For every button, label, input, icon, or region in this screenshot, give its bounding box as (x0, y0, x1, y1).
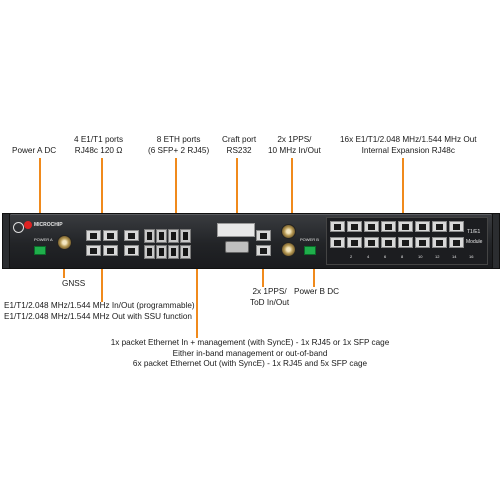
expansion-port-number: 10 (418, 254, 423, 259)
expansion-label: 16x E1/T1/2.048 MHz/1.544 MHz Out Intern… (340, 135, 477, 156)
expansion-port-14[interactable] (415, 237, 430, 248)
power-a-panel-text: POWER A (34, 237, 53, 242)
expansion-port-4[interactable] (381, 221, 396, 232)
expansion-port-number: 2 (350, 254, 353, 259)
expansion-port-7[interactable] (432, 221, 447, 232)
expansion-port-5[interactable] (398, 221, 413, 232)
eth-desc-line3: 6x packet Ethernet Out (with SyncE) - 1x… (132, 359, 368, 368)
e1t1-io-label: E1/T1/2.048 MHz/1.544 MHz In/Out (progra… (4, 301, 195, 322)
leader-eth (175, 158, 177, 220)
craft-line1: Craft port (222, 135, 257, 144)
leader-e1t1-io (101, 262, 103, 302)
pps-tod-line1: 2x 1PPS/ (252, 287, 287, 296)
craft-port-label: Craft port RS232 (222, 135, 256, 156)
expansion-port-2[interactable] (347, 221, 362, 232)
expansion-port-number: 12 (435, 254, 440, 259)
warning-label (217, 223, 255, 237)
e1t1-port-4[interactable] (103, 245, 118, 256)
leader-craft (236, 158, 238, 220)
e1t1-io-line2: E1/T1/2.048 MHz/1.544 MHz Out with SSU f… (4, 311, 192, 321)
expansion-port-number: 16 (469, 254, 474, 259)
pps-in-line1: 2x 1PPS/ (277, 135, 312, 144)
leader-pps-in (291, 158, 293, 224)
sfp-cage-8[interactable] (180, 245, 191, 259)
pps-tod-port-1[interactable] (256, 230, 271, 241)
expansion-line1: 16x E1/T1/2.048 MHz/1.544 MHz Out (340, 135, 477, 144)
pps-tod-label: 2x 1PPS/ ToD In/Out (250, 287, 289, 308)
expansion-port-number: 14 (452, 254, 457, 259)
power-a-connector[interactable] (34, 246, 46, 255)
e1t1-port-3[interactable] (86, 245, 101, 256)
power-a-label: Power A DC (12, 146, 57, 155)
expansion-port-6[interactable] (415, 221, 430, 232)
expansion-port-15[interactable] (432, 237, 447, 248)
gnss-connector[interactable] (57, 235, 72, 250)
expansion-port-11[interactable] (364, 237, 379, 248)
module-label-line1: T1/E1 (467, 229, 481, 235)
expansion-port-9[interactable] (330, 237, 345, 248)
expansion-port-16[interactable] (449, 237, 464, 248)
e1t1-ports-label: 4 E1/T1 ports RJ48c 120 Ω (74, 135, 123, 156)
pps-tod-line2: ToD In/Out (250, 297, 290, 307)
e1t1-port-2[interactable] (103, 230, 118, 241)
eth-desc-line2: Either in-band management or out-of-band (172, 348, 328, 358)
power-b-connector[interactable] (304, 246, 316, 255)
pps-in-line2: 10 MHz In/Out (268, 145, 321, 155)
leader-pps-tod (262, 262, 264, 287)
expansion-port-1[interactable] (330, 221, 345, 232)
craft-port-connector[interactable] (225, 241, 249, 253)
leader-expansion (402, 158, 404, 220)
power-b-label: Power B DC (294, 287, 340, 296)
sfp-cage-5[interactable] (156, 245, 167, 259)
module-label-line2: Module (466, 239, 483, 245)
microchip-logo (24, 221, 32, 229)
leader-eth-desc (196, 262, 198, 338)
eth-description: 1x packet Ethernet In + management (with… (60, 338, 440, 370)
leader-e1t1-left (101, 158, 103, 220)
sfp-cage-1[interactable] (144, 229, 155, 243)
eth-desc-line1: 1x packet Ethernet In + management (with… (110, 338, 390, 347)
sfp-cage-2[interactable] (156, 229, 167, 243)
pps-10mhz-connector-1[interactable] (281, 224, 296, 239)
power-b-panel-text: POWER B (300, 237, 319, 242)
brand-text: MICROCHIP (34, 222, 63, 228)
eth-ports-line1: 8 ETH ports (156, 135, 201, 144)
pps-10mhz-connector-2[interactable] (281, 242, 296, 257)
leader-power-b (313, 262, 315, 287)
eth-rj45-1[interactable] (124, 230, 139, 241)
expansion-line2: Internal Expansion RJ48c (361, 145, 455, 155)
expansion-port-number: 6 (384, 254, 387, 259)
sfp-cage-6[interactable] (168, 245, 179, 259)
ground-icon (13, 222, 24, 233)
e1t1-io-line1: E1/T1/2.048 MHz/1.544 MHz In/Out (progra… (4, 301, 195, 310)
e1t1-port-1[interactable] (86, 230, 101, 241)
expansion-port-10[interactable] (347, 237, 362, 248)
sfp-cage-3[interactable] (168, 229, 179, 243)
eth-ports-line2: (6 SFP+ 2 RJ45) (148, 145, 210, 155)
eth-ports-label: 8 ETH ports (6 SFP+ 2 RJ45) (148, 135, 209, 156)
expansion-port-8[interactable] (449, 221, 464, 232)
e1t1-ports-line2: RJ48c 120 Ω (74, 145, 123, 155)
expansion-port-number: 4 (367, 254, 370, 259)
sfp-cage-4[interactable] (144, 245, 155, 259)
sfp-cage-7[interactable] (180, 229, 191, 243)
expansion-port-12[interactable] (381, 237, 396, 248)
e1t1-ports-line1: 4 E1/T1 ports (74, 135, 124, 144)
pps-tod-port-2[interactable] (256, 245, 271, 256)
expansion-port-number: 8 (401, 254, 404, 259)
pps-10mhz-label: 2x 1PPS/ 10 MHz In/Out (268, 135, 321, 156)
gnss-label: GNSS (62, 279, 86, 288)
craft-line2: RS232 (226, 145, 252, 155)
leader-power-a (39, 158, 41, 250)
eth-rj45-2[interactable] (124, 245, 139, 256)
expansion-port-3[interactable] (364, 221, 379, 232)
expansion-port-13[interactable] (398, 237, 413, 248)
